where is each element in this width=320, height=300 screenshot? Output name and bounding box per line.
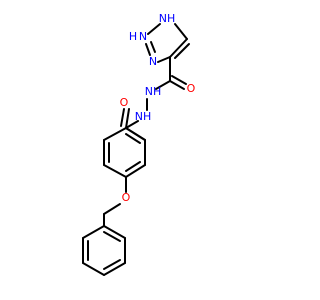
- atom-label-triazole-n2-h: H: [129, 30, 137, 43]
- bond-ring2-c3-c4: [103, 262, 126, 276]
- bond-ring1-c6-c1-double: [125, 133, 141, 144]
- bond-triazole-n2-n3: [145, 43, 151, 56]
- bond-triazole-c4-c5: [169, 38, 188, 58]
- atom-labels: NH H N N O NH NH O O: [120, 12, 196, 204]
- bond-ring2-c1-c2-double: [103, 231, 121, 242]
- bond-amide1-c-o: [169, 80, 185, 90]
- bond-ring1-c2-c3: [125, 164, 146, 178]
- bond-ring2-c6-c1: [82, 225, 105, 239]
- bond-ring1-c5-c6: [103, 127, 127, 141]
- atom-label-hydrazide-nh2: NH: [135, 110, 152, 123]
- bond-amide1-c-o-double: [171, 75, 187, 85]
- bond-ring1-c3-c4: [103, 164, 127, 178]
- atom-label-ether-o: O: [122, 191, 131, 204]
- bond-triazole-c5-n1: [174, 23, 188, 40]
- atom-label-triazole-n2: N: [139, 30, 147, 43]
- molecule-diagram: NH H N N O NH NH O O: [82, 12, 196, 276]
- bonds: [82, 23, 190, 276]
- atom-label-triazole-n3: N: [149, 55, 157, 68]
- bond-ring1-c2-c3-double: [125, 161, 141, 172]
- bond-ring1-c6-c1: [125, 127, 146, 141]
- atom-label-amide2-o: O: [120, 96, 129, 109]
- bond-triazole-n3-c4: [157, 56, 171, 63]
- bond-amide2-c-o: [125, 108, 130, 129]
- atom-label-amide1-o: O: [187, 82, 196, 95]
- bond-amide2-c-o-double: [120, 108, 125, 127]
- bond-ring2-c4-c5: [82, 262, 105, 276]
- bond-ether-o-ch2: [103, 203, 121, 215]
- bond-nh-amide2-c: [125, 120, 139, 129]
- bond-triazole-c4-c5-double: [174, 43, 190, 59]
- atom-label-hydrazide-nh1: NH: [145, 85, 162, 98]
- bond-triazole-n2-n3-double: [150, 41, 156, 53]
- bond-amide1-c-nh: [155, 80, 171, 90]
- bond-ring2-c1-c2: [103, 225, 126, 239]
- atom-label-triazole-nh: NH: [159, 12, 176, 25]
- bond-triazole-n1-n2: [147, 23, 161, 35]
- bond-ring2-c3-c4-double: [103, 259, 121, 270]
